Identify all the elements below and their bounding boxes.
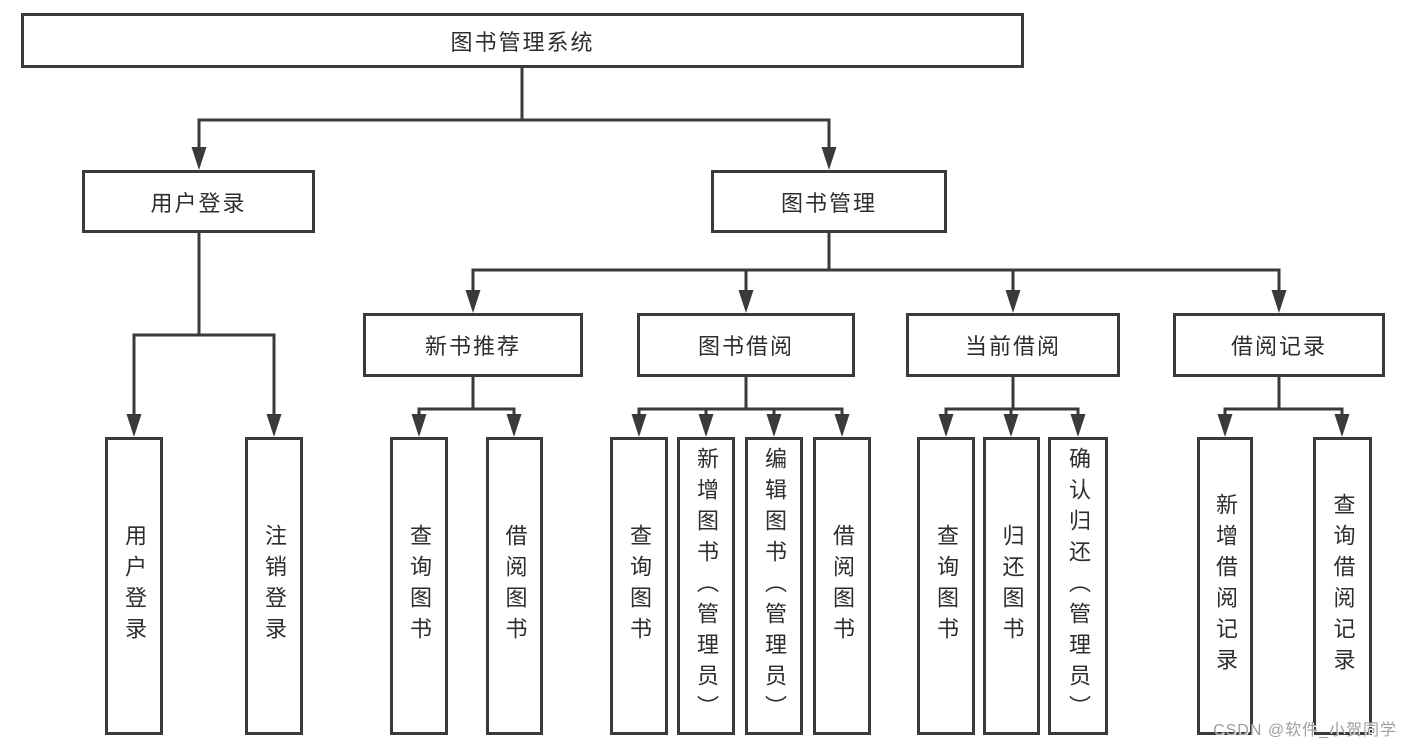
leaf-current-query-books: 查询图书 [917,437,975,735]
leaf-current-query-books-label: 查询图书 [934,524,959,648]
leaf-records-query-record-label: 查询借阅记录 [1330,493,1356,679]
edge-new-book-recommend-children [417,375,516,422]
edge-book-management-children [471,231,1281,298]
leaf-borrowing-edit-books-admin: 编辑图书（管理员） [745,437,803,735]
leaf-user-login-label: 用户登录 [122,524,147,648]
leaf-borrowing-add-books-admin-label: 新增图书（管理员） [694,446,719,726]
leaf-borrowing-edit-books-admin-label: 编辑图书（管理员） [762,446,787,726]
leaf-borrowing-query-books-label: 查询图书 [627,524,652,648]
leaf-current-return-books-label: 归还图书 [999,524,1025,648]
leaf-current-confirm-return-admin-label: 确认归还（管理员） [1066,446,1091,726]
leaf-borrowing-borrow-books: 借阅图书 [813,437,871,735]
leaf-records-add-record: 新增借阅记录 [1197,437,1253,735]
leaf-recommend-borrow-books-label: 借阅图书 [502,524,528,648]
csdn-watermark: CSDN @软件_小贺同学 [1213,722,1397,739]
leaf-current-confirm-return-admin: 确认归还（管理员） [1048,437,1108,735]
node-library-management-system: 图书管理系统 [21,13,1024,68]
leaf-borrowing-add-books-admin: 新增图书（管理员） [677,437,735,735]
edge-root-to-level2 [197,66,831,155]
node-book-management: 图书管理 [711,170,947,233]
leaf-borrowing-borrow-books-label: 借阅图书 [830,524,855,648]
leaf-borrowing-query-books: 查询图书 [610,437,668,735]
node-borrowing-records: 借阅记录 [1173,313,1385,377]
edge-borrowing-records-children [1223,375,1344,422]
node-current-borrowing: 当前借阅 [906,313,1120,377]
leaf-records-add-record-label: 新增借阅记录 [1213,493,1238,679]
arrowheads [126,147,1350,437]
leaf-recommend-query-books: 查询图书 [390,437,448,735]
leaf-recommend-borrow-books: 借阅图书 [486,437,543,735]
node-user-login: 用户登录 [82,170,315,233]
edge-user-login-children [132,231,276,422]
leaf-records-query-record: 查询借阅记录 [1313,437,1372,735]
leaf-logout-label: 注销登录 [262,524,287,648]
edge-current-borrowing-children [944,375,1080,422]
leaf-user-login: 用户登录 [105,437,163,735]
node-new-book-recommend: 新书推荐 [363,313,583,377]
leaf-recommend-query-books-label: 查询图书 [407,524,432,648]
leaf-current-return-books: 归还图书 [983,437,1040,735]
edge-book-borrowing-children [637,375,844,422]
leaf-logout: 注销登录 [245,437,303,735]
node-book-borrowing: 图书借阅 [637,313,855,377]
